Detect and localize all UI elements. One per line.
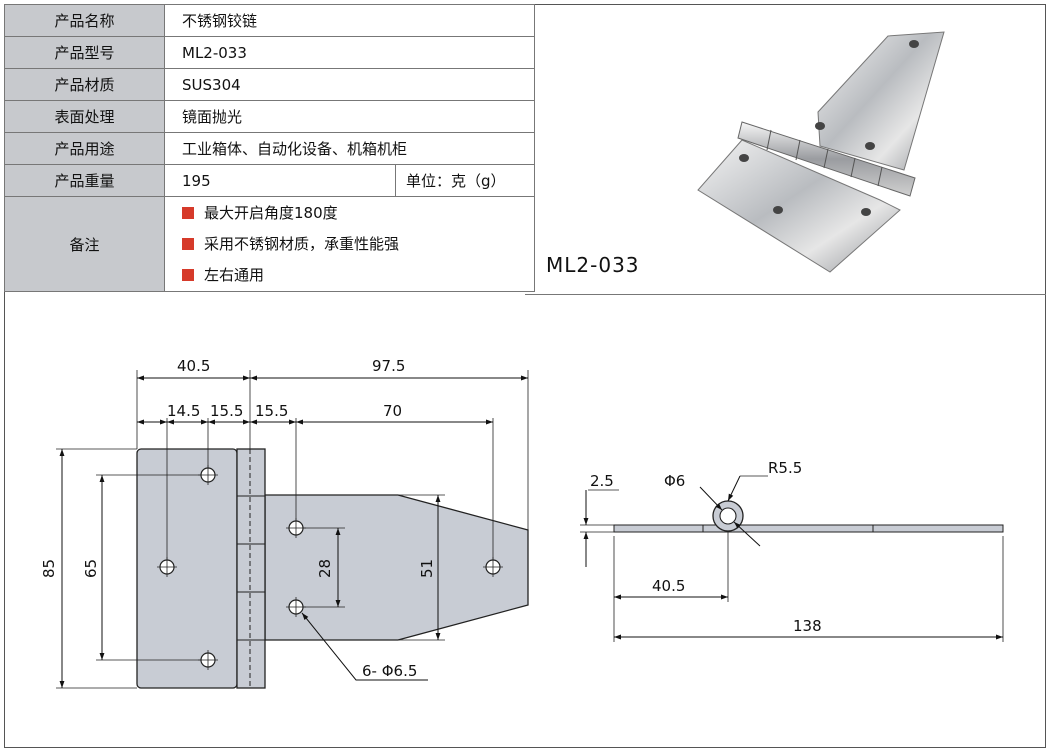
dim-97-5: 97.5: [372, 357, 405, 375]
bullet-icon: [182, 207, 194, 219]
bullet-icon: [182, 238, 194, 250]
table-row: 产品重量 195 单位：克（g）: [4, 164, 535, 197]
weight-unit: 单位：克（g）: [395, 164, 535, 197]
value-model: ML2-033: [164, 36, 535, 69]
dim-15-5b: 15.5: [255, 402, 288, 420]
dim-70: 70: [383, 402, 402, 420]
dim-138: 138: [793, 617, 822, 635]
dim-85: 85: [40, 559, 58, 578]
value-material: SUS304: [164, 68, 535, 101]
note-item: 采用不锈钢材质，承重性能强: [182, 229, 534, 260]
value-usage: 工业箱体、自动化设备、机箱机柜: [164, 132, 535, 165]
table-row: 产品型号 ML2-033: [4, 36, 535, 69]
label-finish: 表面处理: [4, 100, 165, 133]
label-notes: 备注: [4, 196, 165, 292]
model-caption: ML2-033: [546, 253, 640, 277]
hole-note: 6- Φ6.5: [362, 662, 417, 680]
note-item: 左右通用: [182, 260, 534, 291]
dim-pin-diameter: Φ6: [664, 472, 685, 490]
dim-r5-5: R5.5: [768, 459, 802, 477]
table-row: 产品材质 SUS304: [4, 68, 535, 101]
value-weight: 195: [164, 164, 396, 197]
dim-15-5a: 15.5: [210, 402, 243, 420]
note-item: 最大开启角度180度: [182, 198, 534, 229]
table-row: 产品用途 工业箱体、自动化设备、机箱机柜: [4, 132, 535, 165]
bullet-icon: [182, 269, 194, 281]
dim-side-40-5: 40.5: [652, 577, 685, 595]
label-usage: 产品用途: [4, 132, 165, 165]
spec-table: 产品名称 不锈钢铰链 产品型号 ML2-033 产品材质 SUS304 表面处理…: [4, 4, 535, 292]
dim-14-5: 14.5: [167, 402, 200, 420]
dim-2-5: 2.5: [590, 472, 614, 490]
dim-51: 51: [418, 559, 436, 578]
dim-65: 65: [82, 559, 100, 578]
table-row: 备注 最大开启角度180度 采用不锈钢材质，承重性能强 左右通用: [4, 196, 535, 292]
dim-28: 28: [316, 559, 334, 578]
hinge-photo: [697, 31, 945, 273]
label-material: 产品材质: [4, 68, 165, 101]
value-name: 不锈钢铰链: [164, 4, 535, 37]
photo-panel: [525, 4, 1046, 295]
notes-cell: 最大开启角度180度 采用不锈钢材质，承重性能强 左右通用: [164, 196, 535, 292]
dim-40-5: 40.5: [177, 357, 210, 375]
side-view: 2.5 Φ6 R5.5 40.5 138: [580, 459, 1004, 642]
front-view: 40.5 97.5 14.5 15.5 15.5 70 85 65 28 51 …: [40, 357, 529, 689]
